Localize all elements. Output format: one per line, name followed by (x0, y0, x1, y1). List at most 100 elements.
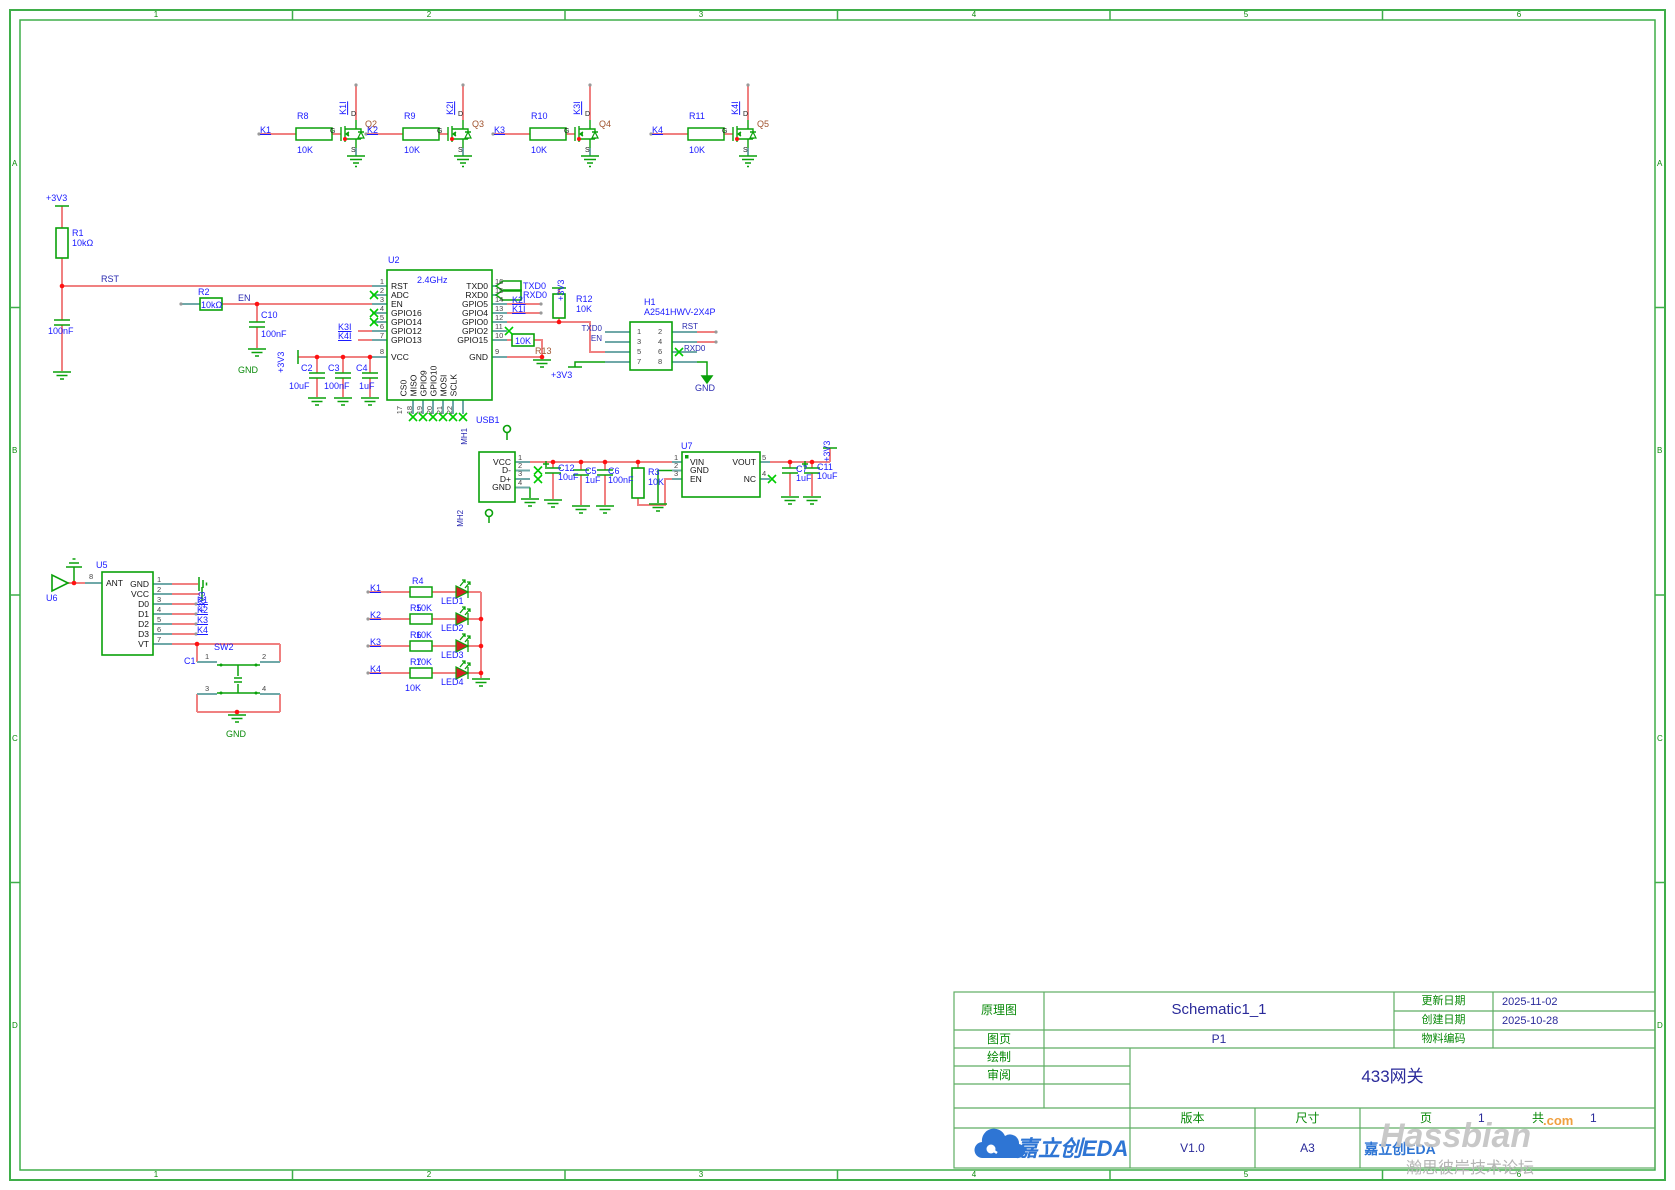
flag-rxd0[interactable]: RXD0 (523, 290, 548, 300)
net-label-k1i[interactable]: K1I (338, 101, 349, 115)
net-label-k2[interactable]: K2 (367, 125, 379, 135)
capacitor-ref[interactable]: C5 (585, 466, 597, 476)
resistor-ref[interactable]: R2 (198, 287, 210, 297)
net-label-k2i[interactable]: K2I (512, 295, 526, 305)
u6-ref[interactable]: U6 (46, 593, 58, 603)
net-label-k2i[interactable]: K2I (445, 101, 456, 115)
resistor-ref[interactable]: R3 (648, 467, 660, 477)
c1-ref[interactable]: C1 (184, 656, 196, 666)
resistor-ref[interactable]: R12 (576, 294, 593, 304)
power-label-3v3[interactable]: +3V3 (822, 440, 833, 462)
resistor-ref[interactable]: R8 (297, 111, 309, 121)
net-label-k3[interactable]: K3 (494, 125, 506, 135)
net-label-k4[interactable]: K4 (652, 125, 664, 135)
mosfet-ref[interactable]: Q2 (365, 119, 378, 129)
u2-ref[interactable]: U2 (388, 255, 400, 265)
power-label-3v3[interactable]: +3V3 (276, 351, 287, 373)
resistor-value[interactable]: 10kΩ (201, 300, 223, 310)
capacitor-ref[interactable]: C10 (261, 310, 278, 320)
mh2-ref[interactable]: MH2 (456, 509, 466, 527)
net-label-k3i[interactable]: K3I (338, 322, 352, 332)
mh1-ref[interactable]: MH1 (460, 427, 470, 445)
net-label-k1[interactable]: K1 (370, 583, 382, 593)
u5-ref[interactable]: U5 (96, 560, 108, 570)
net-label-k4i[interactable]: K4I (730, 101, 741, 115)
capacitor-value[interactable]: 10uF (289, 381, 310, 391)
resistor-ref[interactable]: R11 (689, 111, 705, 121)
capacitor-value[interactable]: 1uF (585, 475, 601, 485)
grid-col-label: 2 (426, 1170, 432, 1179)
resistor-ref[interactable]: R7 (410, 657, 422, 667)
led-ref[interactable]: LED2 (441, 623, 464, 633)
resistor-ref[interactable]: R1 (72, 228, 84, 238)
capacitor-ref[interactable]: C6 (608, 466, 620, 476)
net-label-k4[interactable]: K4 (370, 664, 382, 674)
capacitor-value[interactable]: 10uF (817, 471, 838, 481)
led-ref[interactable]: LED3 (441, 650, 464, 660)
resistor-value[interactable]: 10K (648, 477, 665, 487)
capacitor-value[interactable]: 1uF (359, 381, 375, 391)
capacitor-value[interactable]: 100nF (608, 475, 634, 485)
resistor-value[interactable]: 10K (576, 304, 593, 314)
mosfet-ref[interactable]: Q3 (472, 119, 485, 129)
h1-pin-num: 1 (637, 327, 642, 336)
net-label-k2[interactable]: K2 (370, 610, 382, 620)
net-label-k1i[interactable]: K1I (512, 304, 526, 314)
resistor-value[interactable]: 10K (297, 145, 314, 155)
resistor-value[interactable]: 10K (405, 683, 422, 693)
sw2-pin-num: 4 (262, 684, 267, 693)
net-name-rxd0[interactable]: RXD0 (684, 344, 706, 353)
net-label-k3[interactable]: K3 (370, 637, 382, 647)
net-label-k3i[interactable]: K3I (572, 101, 583, 115)
capacitor-ref[interactable]: C4 (356, 363, 368, 373)
resistor-value[interactable]: 10K (416, 630, 433, 640)
net-label-k4i[interactable]: K4I (338, 331, 352, 341)
resistor-value[interactable]: 10K (416, 603, 433, 613)
net-name-rst[interactable]: RST (682, 322, 698, 331)
net-label-k1[interactable]: K1 (260, 125, 272, 135)
resistor-value[interactable]: 10K (515, 336, 532, 346)
h1-ref[interactable]: H1 (644, 297, 656, 307)
resistor-ref[interactable]: R4 (412, 576, 424, 586)
mosfet-ref[interactable]: Q4 (599, 119, 612, 129)
capacitor-ref[interactable]: C11 (817, 462, 833, 472)
net-label-k1[interactable]: K1 (197, 595, 209, 605)
capacitor-value[interactable]: 100nF (324, 381, 350, 391)
resistor-ref[interactable]: R5 (410, 603, 422, 613)
capacitor-value[interactable]: 1uF (796, 473, 812, 483)
mosfet-ref[interactable]: Q5 (757, 119, 770, 129)
resistor-value[interactable]: 10K (416, 657, 433, 667)
power-label-3v3[interactable]: +3V3 (556, 279, 567, 301)
capacitor-value[interactable]: 100nF (48, 326, 74, 336)
resistor-ref[interactable]: R6 (410, 630, 422, 640)
net-name-en[interactable]: EN (238, 293, 251, 303)
u7-ref[interactable]: U7 (681, 441, 693, 451)
resistor-value[interactable]: 10K (404, 145, 421, 155)
net-label-k4[interactable]: K4 (197, 625, 209, 635)
capacitor-ref[interactable]: C2 (301, 363, 313, 373)
resistor-ref[interactable]: R10 (531, 111, 548, 121)
net-label-k2[interactable]: K2 (197, 605, 209, 615)
flag-txd0[interactable]: TXD0 (523, 281, 547, 291)
resistor-ref[interactable]: R9 (404, 111, 416, 121)
net-name-en[interactable]: EN (590, 334, 602, 343)
capacitor-ref[interactable]: C7 (796, 464, 808, 474)
resistor-value[interactable]: 10kΩ (72, 238, 94, 248)
led-ref[interactable]: LED1 (441, 596, 464, 606)
net-name-txd0[interactable]: TXD0 (581, 324, 602, 333)
capacitor-value[interactable]: 100nF (261, 329, 287, 339)
led-ref[interactable]: LED4 (441, 677, 464, 687)
power-label-3v3[interactable]: +3V3 (551, 370, 573, 380)
resistor-value[interactable]: 10K (689, 145, 706, 155)
capacitor-ref[interactable]: C12 (558, 463, 575, 473)
resistor-value[interactable]: 10K (531, 145, 548, 155)
capacitor-value[interactable]: 10uF (558, 472, 579, 482)
power-label-3v3[interactable]: +3V3 (46, 193, 68, 203)
net-label-k3[interactable]: K3 (197, 615, 209, 625)
resistor-ref[interactable]: R13 (535, 346, 552, 356)
usb1-ref[interactable]: USB1 (476, 415, 500, 425)
capacitor-ref[interactable]: C3 (328, 363, 340, 373)
net-name-rst[interactable]: RST (101, 274, 119, 284)
sw2-ref[interactable]: SW2 (214, 642, 234, 652)
